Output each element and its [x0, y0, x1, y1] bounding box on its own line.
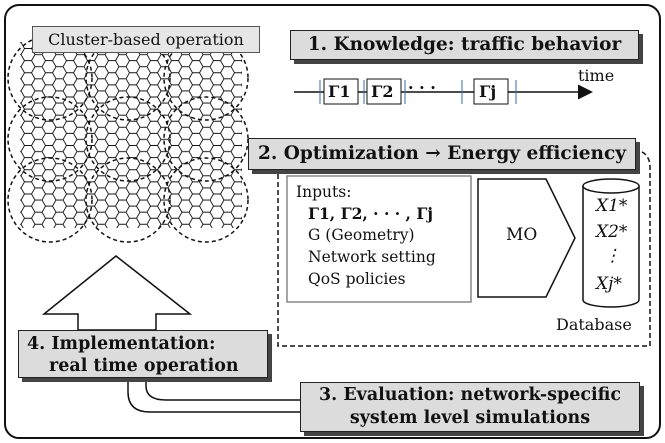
step3-line1: 3. Evaluation: network-specific — [318, 385, 622, 405]
cluster-circle — [7, 96, 93, 182]
feedback-connector — [145, 378, 300, 401]
input-traffic-patterns: Γ1, Γ2, · · · , Γj — [308, 204, 433, 223]
database-entry-1: X1* — [596, 196, 628, 216]
outer-frame — [4, 4, 661, 439]
cluster-circle — [85, 96, 171, 182]
cluster-operation-label: Cluster-based operation — [32, 26, 260, 53]
step3-line2: system level simulations — [349, 408, 591, 428]
mo-block — [477, 178, 576, 298]
interval-ellipsis: · · · — [408, 78, 436, 97]
input-geometry: G (Geometry) — [308, 226, 415, 244]
inputs-box — [286, 175, 472, 303]
interval-1-label: Γ1 — [328, 82, 351, 101]
interval-box-1 — [323, 78, 359, 105]
database-entry-j: Xj* — [596, 274, 622, 294]
time-axis-label: time — [578, 66, 615, 85]
interval-box-j — [473, 78, 509, 105]
timeline — [294, 78, 593, 105]
hex-cell-grid — [7, 35, 249, 243]
database-cylinder — [582, 178, 640, 308]
mo-label: MO — [506, 225, 538, 245]
database-entry-2: X2* — [596, 222, 628, 242]
interval-box-2 — [366, 78, 402, 105]
database-entry-ellipsis: ⋮ — [604, 246, 621, 266]
input-qos-policies: QoS policies — [308, 270, 406, 288]
step1-knowledge-label: 1. Knowledge: traffic behavior — [290, 30, 639, 60]
input-network-setting: Network setting — [308, 248, 436, 266]
step2-optimization-label: 2. Optimization → Energy efficiency — [248, 138, 636, 170]
step4-line1: 4. Implementation: — [27, 334, 216, 354]
database-label: Database — [556, 315, 632, 334]
step4-implementation-box: 4. Implementation: real time operation — [18, 330, 268, 378]
interval-j-label: Γj — [479, 82, 497, 101]
optimization-region — [277, 149, 651, 347]
cluster-circle — [163, 157, 249, 243]
step4-line2: real time operation — [49, 356, 239, 376]
interval-2-label: Γ2 — [371, 82, 394, 101]
inputs-title: Inputs: — [296, 183, 352, 201]
step3-evaluation-box: 3. Evaluation: network-specific system l… — [300, 382, 640, 432]
cluster-circle — [85, 157, 171, 243]
cluster-circle — [7, 157, 93, 243]
feedback-connector — [127, 378, 300, 413]
implementation-up-arrow — [41, 255, 193, 331]
